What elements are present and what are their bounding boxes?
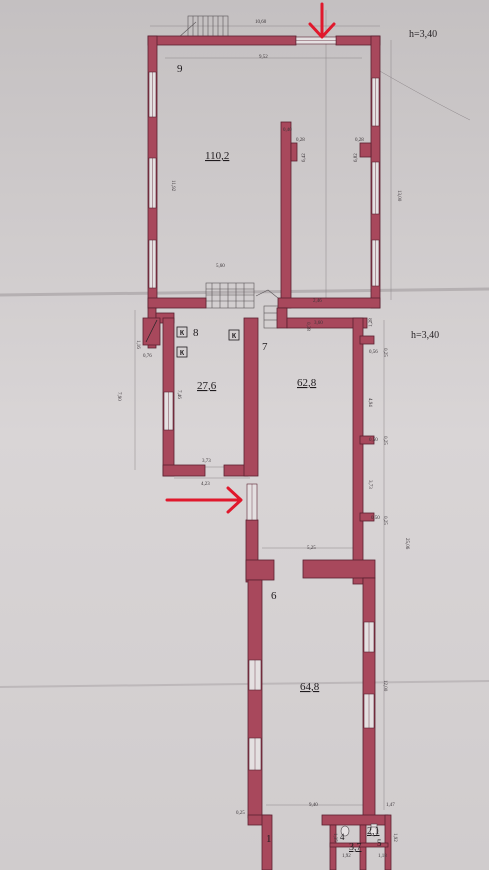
room-1-number: 1 <box>266 833 272 845</box>
arrow-down-icon <box>308 2 336 39</box>
dim-label: 4,94 <box>367 398 372 407</box>
stair-top <box>177 15 229 39</box>
dim-label: 3,73 <box>367 480 372 489</box>
kitchen-mark: К <box>180 330 185 337</box>
dim-label: 1,92 <box>342 854 351 859</box>
room-6-number: 6 <box>271 590 277 602</box>
stair-middle <box>205 282 279 329</box>
dim-label: 10,60 <box>255 20 267 25</box>
room-7-number: 7 <box>262 341 268 353</box>
dim-label: 1,35 <box>332 833 337 842</box>
kitchen-mark: К <box>180 350 185 357</box>
dim-label: 1,92 <box>392 833 397 842</box>
dim-label: 0,25 <box>382 348 387 357</box>
dim-label: 6,82 <box>354 153 359 162</box>
room-3-area: 3,7 <box>349 842 362 853</box>
dimension-labels: 10,60 9,52 0,40 0,28 0,28 6,42 6,82 11,9… <box>116 20 409 859</box>
vent-hatch <box>145 319 158 343</box>
room-8-number: 8 <box>193 327 199 339</box>
room-7-area: 62,8 <box>297 377 317 389</box>
dim-label: 9,52 <box>259 55 268 60</box>
kitchen-mark-box <box>176 326 188 338</box>
room-5-number: 5 <box>377 838 382 848</box>
arrow-right-icon <box>165 486 243 514</box>
dim-label: 5,60 <box>216 264 225 269</box>
dim-label: 4,23 <box>201 482 210 487</box>
kitchen-marks: К К К <box>176 326 240 358</box>
paper-fold <box>0 287 489 297</box>
kitchen-mark-box <box>176 346 188 358</box>
dim-label: 3,60 <box>314 321 323 326</box>
room-4-number: 4 <box>340 832 345 842</box>
room-9-number: 9 <box>177 63 183 75</box>
room-6-area: 64,8 <box>300 681 320 693</box>
dim-label: 25,06 <box>404 538 409 550</box>
dim-label: 5,25 <box>307 546 316 551</box>
dim-label: 6,42 <box>302 153 307 162</box>
dim-label: 0,56 <box>369 350 378 355</box>
dim-label: 0,28 <box>355 138 364 143</box>
room-2-area: 2,1 <box>367 826 380 837</box>
dim-label: 1,18 <box>378 854 387 859</box>
dim-label: 3,73 <box>202 459 211 464</box>
window-mullions <box>152 40 376 770</box>
paper-fold <box>0 680 489 688</box>
room-9-area: 110,2 <box>205 150 229 162</box>
dim-label: 12,00 <box>382 680 387 692</box>
dim-label: 7,46 <box>176 390 181 399</box>
dim-label: 1,47 <box>386 803 395 808</box>
kitchen-mark-box <box>228 329 240 341</box>
dim-label: 7,90 <box>116 392 121 401</box>
dim-label: 1,28 <box>369 318 374 327</box>
ceiling-height-upper: h=3,40 <box>409 29 437 40</box>
dim-label: 0,38 <box>305 322 310 331</box>
dim-label: 0,25 <box>382 436 387 445</box>
dim-label: 9,40 <box>309 803 318 808</box>
kitchen-mark: К <box>232 333 237 340</box>
dim-label: 1,16 <box>135 340 140 349</box>
dim-label: 2,46 <box>313 299 322 304</box>
dim-label: 0,76 <box>143 354 152 359</box>
ceiling-height-lower: h=3,40 <box>411 330 439 341</box>
dim-label: 0,40 <box>283 128 292 133</box>
dim-label: 0,28 <box>296 138 305 143</box>
dim-label: 0,50 <box>369 438 378 443</box>
room-8-area: 27,6 <box>197 380 217 392</box>
dim-label: 0,25 <box>236 811 245 816</box>
annotation-arrows <box>165 2 336 514</box>
dim-label: 13,00 <box>396 190 401 202</box>
dim-label: 11,92 <box>170 180 175 192</box>
sanitary-fixtures <box>340 823 379 837</box>
dim-label: 0,25 <box>382 516 387 525</box>
dim-label: 0,50 <box>371 516 380 521</box>
